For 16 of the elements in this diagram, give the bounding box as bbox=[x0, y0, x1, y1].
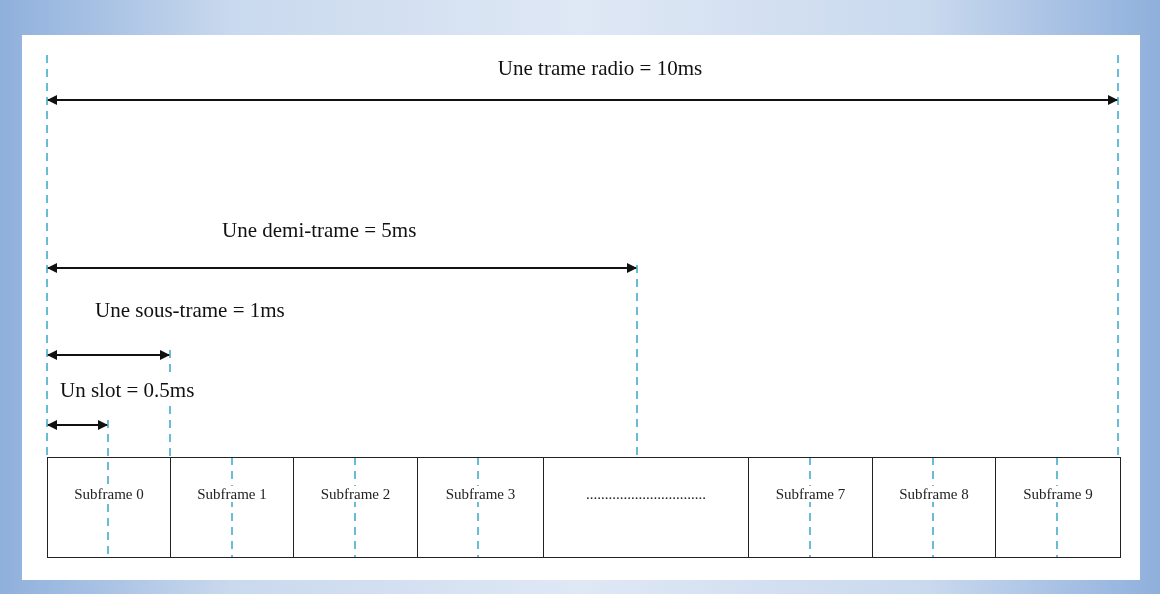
subframe-cell bbox=[293, 457, 418, 558]
cell-text: Subframe 2 bbox=[319, 486, 392, 502]
subframe-cell bbox=[995, 457, 1121, 558]
cell-text: Subframe 3 bbox=[444, 486, 517, 502]
subframe-cell bbox=[872, 457, 996, 558]
dimension-label: Un slot = 0.5ms bbox=[60, 378, 195, 403]
cell-text: Subframe 8 bbox=[898, 486, 970, 502]
cell-text: Subframe 0 bbox=[73, 486, 145, 502]
cell-text: Subframe 7 bbox=[774, 486, 847, 502]
subframe-cell bbox=[543, 457, 749, 558]
subframe-cell bbox=[417, 457, 544, 558]
cell-text: Subframe 1 bbox=[196, 486, 268, 502]
subframe-cell bbox=[748, 457, 873, 558]
subframe-cell bbox=[170, 457, 294, 558]
subframe-cell bbox=[47, 457, 171, 558]
cell-text: Subframe 9 bbox=[1022, 486, 1094, 502]
